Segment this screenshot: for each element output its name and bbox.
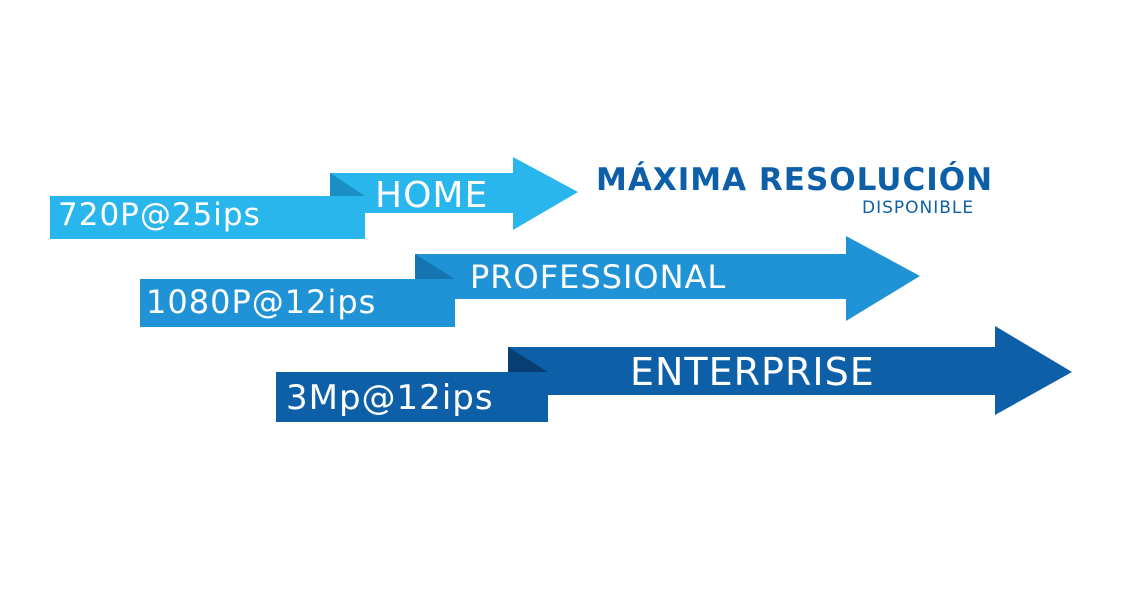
tier-spec-professional: 1080P@12ips bbox=[146, 283, 377, 321]
tier-name-enterprise: ENTERPRISE bbox=[630, 350, 875, 394]
professional-arrow bbox=[140, 236, 920, 327]
tier-spec-enterprise: 3Mp@12ips bbox=[286, 378, 494, 418]
enterprise-arrow bbox=[276, 326, 1072, 422]
tier-name-home: HOME bbox=[375, 175, 489, 216]
home-arrow bbox=[50, 157, 578, 239]
heading-title: MÁXIMA RESOLUCIÓN bbox=[596, 162, 994, 198]
tier-spec-home: 720P@25ips bbox=[58, 197, 261, 233]
tier-name-professional: PROFESSIONAL bbox=[470, 258, 727, 296]
heading-subtitle: DISPONIBLE bbox=[862, 198, 975, 218]
